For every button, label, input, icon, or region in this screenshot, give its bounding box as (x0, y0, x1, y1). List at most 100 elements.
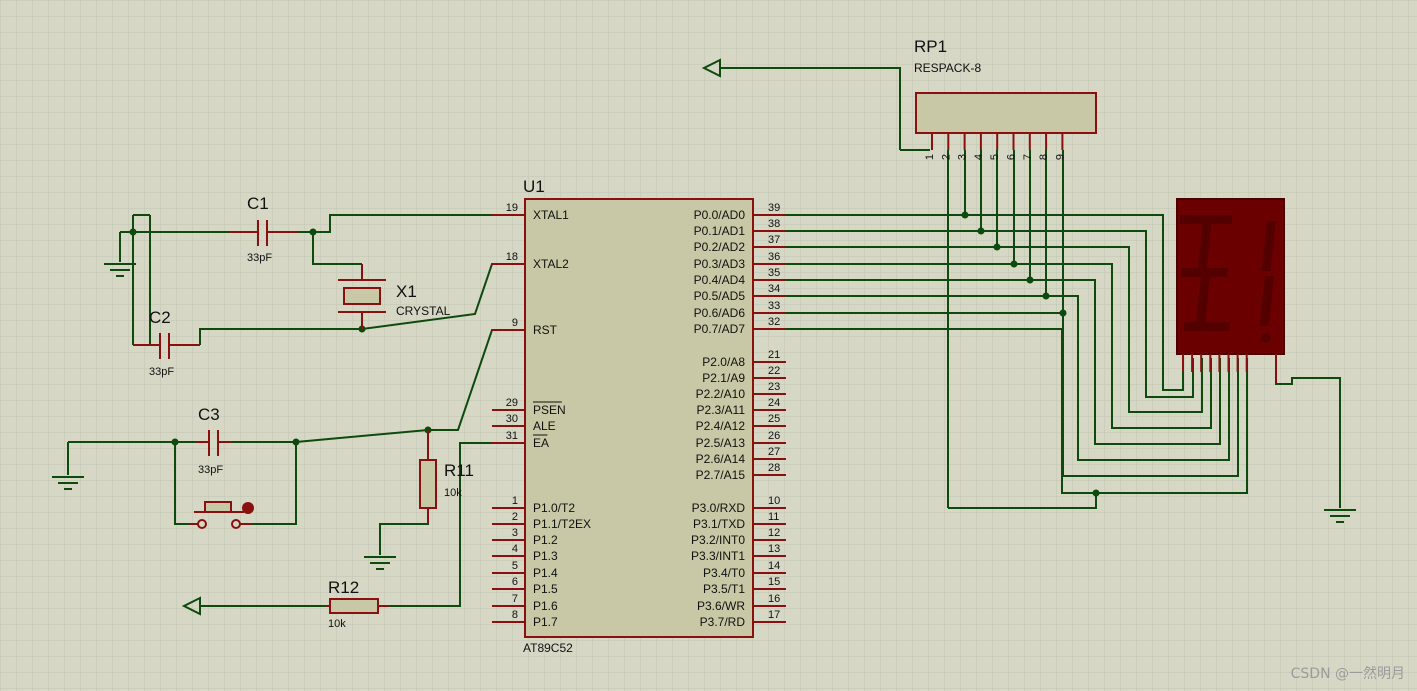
pin-number: 24 (768, 397, 780, 409)
pin-number: 6 (1006, 154, 1018, 160)
pin-name: P0.1/AD1 (694, 224, 746, 238)
pin-number: 19 (506, 202, 518, 214)
pin-name: P2.2/A10 (696, 387, 746, 401)
pin-name: P3.4/T0 (703, 566, 745, 580)
pin-name: P3.6/WR (697, 599, 745, 613)
pin-name: P3.2/INT0 (691, 533, 745, 547)
pin-number: 13 (768, 543, 780, 555)
pin-number: 26 (768, 430, 780, 442)
pin-number: 15 (768, 576, 780, 588)
pin-name: P0.5/AD5 (694, 289, 746, 303)
pin-name: P2.1/A9 (702, 371, 745, 385)
c3-ref: C3 (198, 405, 220, 424)
pin-number: 33 (768, 300, 780, 312)
u1-type: AT89C52 (523, 641, 573, 655)
pin-number: 38 (768, 218, 780, 230)
pin-name: P1.0/T2 (533, 501, 575, 515)
pin-name: P2.0/A8 (702, 355, 745, 369)
u1-ref: U1 (523, 177, 545, 196)
capacitor-c3[interactable]: C3 33pF (195, 405, 232, 476)
pin-number: 6 (512, 576, 518, 588)
r12-ref: R12 (328, 578, 359, 597)
pin-number: 8 (512, 609, 518, 621)
c3-value: 33pF (198, 464, 223, 476)
rp1-pin: 8 (1038, 133, 1050, 160)
capacitor-c2[interactable]: C2 33pF (133, 308, 200, 378)
wires (67, 67, 1341, 607)
c2-ref: C2 (149, 308, 171, 327)
pin-number: 2 (940, 154, 952, 160)
pin-number: 3 (957, 154, 969, 160)
pin-name: P3.7/RD (700, 615, 746, 629)
pin-name: P1.7 (533, 615, 558, 629)
r12-value: 10k (328, 618, 346, 630)
pin-name: P2.7/A15 (696, 468, 746, 482)
pin-name: P1.1/T2EX (533, 517, 591, 531)
pin-name: P1.3 (533, 549, 558, 563)
crystal-x1[interactable]: X1 CRYSTAL (338, 264, 451, 329)
pin-number: 22 (768, 365, 780, 377)
pin-name: P3.1/TXD (693, 517, 745, 531)
pin-number: 16 (768, 593, 780, 605)
pin-number: 14 (768, 560, 780, 572)
pin-number: 28 (768, 462, 780, 474)
pin-name: P1.4 (533, 566, 558, 580)
resistor-r12[interactable]: R12 10k (325, 578, 390, 630)
rp1-pin: 1 (924, 133, 936, 160)
pin-number: 17 (768, 609, 780, 621)
pin-number: 2 (512, 511, 518, 523)
pin-name: ALE (533, 419, 556, 433)
pin-number: 1 (924, 154, 936, 160)
pin-number: 36 (768, 251, 780, 263)
pin-number: 4 (973, 154, 985, 160)
pin-name: P3.3/INT1 (691, 549, 745, 563)
vcc-arrow-top-icon (701, 58, 721, 78)
pin-name: P1.2 (533, 533, 558, 547)
watermark: CSDN @一然明月 (1290, 666, 1405, 682)
pin-name: P2.4/A12 (696, 419, 746, 433)
pin-number: 25 (768, 413, 780, 425)
pin-number: 9 (1054, 154, 1066, 160)
pin-name: P2.3/A11 (697, 403, 746, 417)
pin-number: 7 (1022, 154, 1034, 160)
capacitor-c1[interactable]: C1 33pF (230, 194, 298, 264)
pin-name: XTAL2 (533, 257, 569, 271)
pin-number: 3 (512, 527, 518, 539)
pin-name: P3.5/T1 (703, 582, 745, 596)
pin-number: 4 (512, 543, 518, 555)
reset-button[interactable] (190, 501, 254, 529)
seven-segment-display[interactable] (1176, 198, 1285, 384)
rp1-pin: 7 (1022, 133, 1034, 160)
r11-value: 10k (444, 487, 462, 499)
power-arrows (181, 58, 721, 616)
x1-value: CRYSTAL (396, 304, 451, 318)
resistor-r11[interactable]: R11 10k (419, 430, 474, 524)
pin-number: 29 (506, 397, 518, 409)
pin-name: P0.2/AD2 (694, 240, 746, 254)
pin-name: P0.4/AD4 (694, 273, 746, 287)
pin-number: 37 (768, 234, 780, 246)
